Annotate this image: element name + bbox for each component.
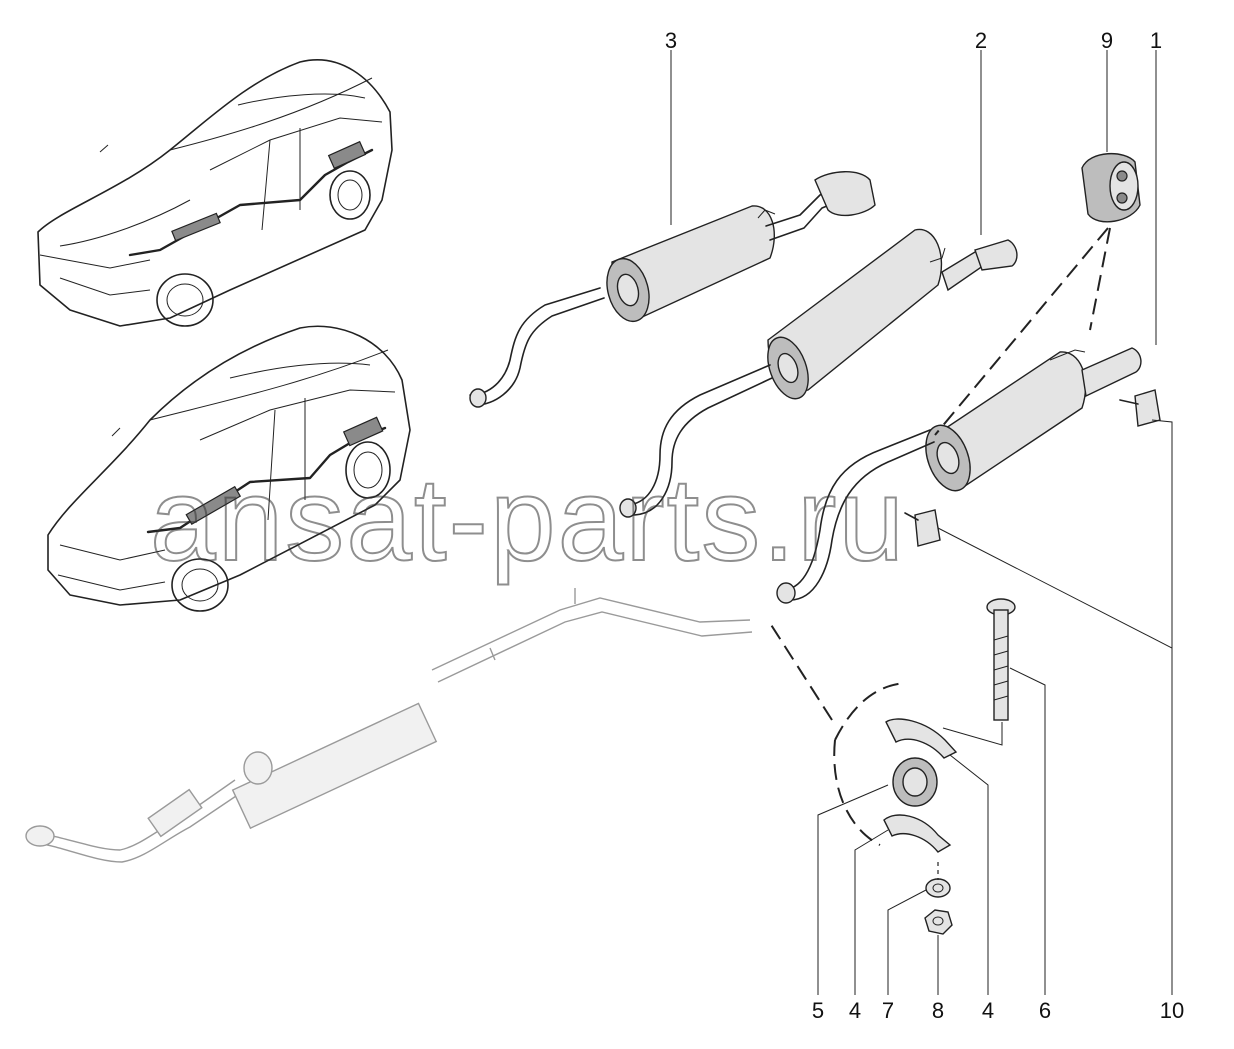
bracket-part-10-b: [904, 509, 941, 547]
bolt-part-6: [986, 598, 1016, 721]
callout-3: 3: [665, 28, 677, 53]
callout-4-lower: 4: [849, 998, 861, 1023]
watermark-text: ansat-parts.ru: [150, 454, 906, 586]
bracket-part-10-a: [1119, 389, 1161, 427]
muffler-part-2: [619, 228, 1018, 518]
callout-10: 10: [1160, 998, 1184, 1023]
callout-4-upper: 4: [982, 998, 994, 1023]
assembly-arrows: [767, 227, 1111, 880]
callout-9: 9: [1101, 28, 1113, 53]
gasket-ring-part-5: [892, 757, 938, 807]
callout-labels: 3 2 9 1 5 4 7 8 4 6 10: [665, 28, 1184, 1023]
clamp-half-lower-part-4: [883, 814, 952, 853]
nut-part-8: [924, 909, 953, 935]
callout-2: 2: [975, 28, 987, 53]
leader-lines: [670, 50, 1173, 995]
callout-7: 7: [882, 998, 894, 1023]
muffler-part-1: [776, 347, 1142, 604]
callout-6: 6: [1039, 998, 1051, 1023]
washer-part-7: [925, 878, 951, 898]
callout-1: 1: [1150, 28, 1162, 53]
callout-5: 5: [812, 998, 824, 1023]
front-exhaust-pipe-ghost: [25, 588, 753, 863]
rubber-hanger-part-9: [1081, 152, 1141, 223]
clamp-half-upper-part-4: [885, 718, 958, 759]
crossover-illustration: [47, 325, 411, 612]
muffler-part-3: [469, 171, 876, 408]
callout-8: 8: [932, 998, 944, 1023]
sedan-illustration: [37, 59, 393, 327]
